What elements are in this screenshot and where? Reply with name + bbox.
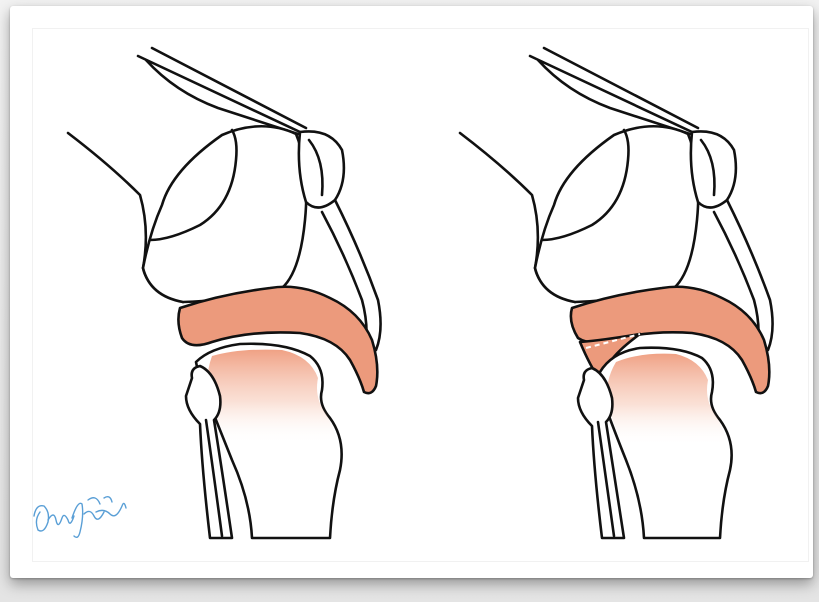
knee-panel-right xyxy=(460,48,773,538)
femoral-condyle-left xyxy=(143,126,306,302)
knee-panel-left xyxy=(68,48,381,538)
artist-signature xyxy=(34,497,126,538)
quad-tendon-left xyxy=(138,48,306,134)
quad-tendon-right xyxy=(530,48,698,134)
femoral-condyle-right xyxy=(535,126,698,302)
